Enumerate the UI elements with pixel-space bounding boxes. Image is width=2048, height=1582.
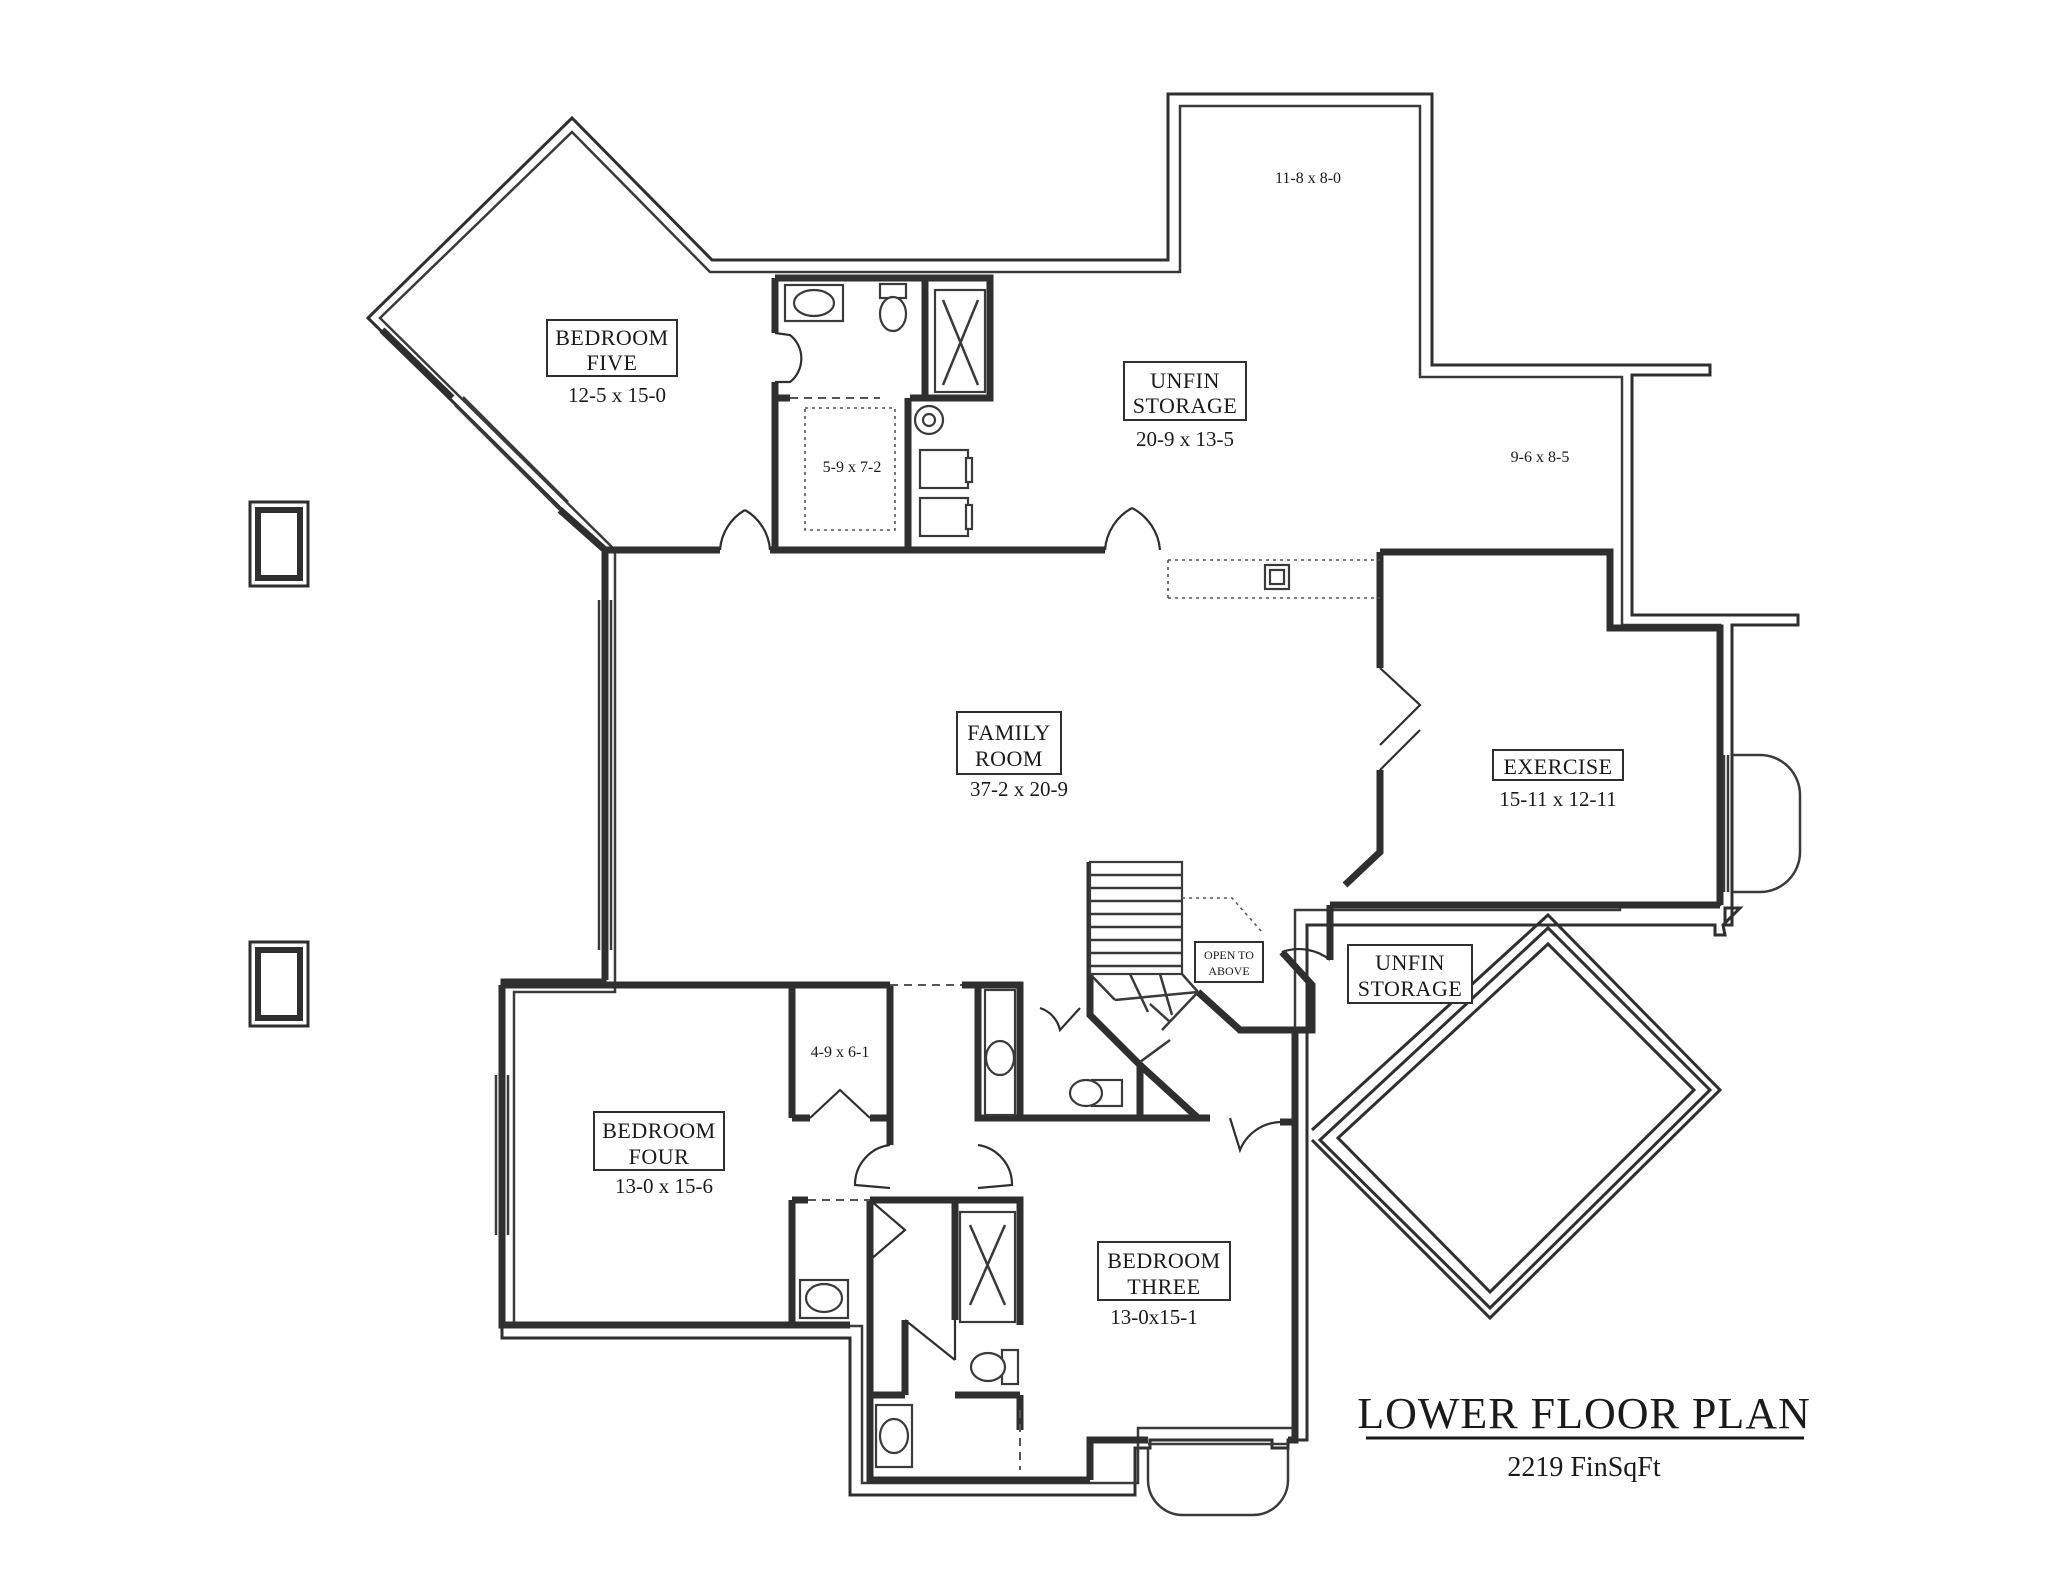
unfin-storage-top-name-1: UNFIN xyxy=(1150,368,1220,393)
label-open-to-above: OPEN TO ABOVE xyxy=(1194,941,1264,983)
window-well-upper xyxy=(248,500,310,588)
bay-window-exercise xyxy=(1732,753,1802,894)
storage-right-dims: 9-6 x 8-5 xyxy=(1511,449,1570,466)
unfin-storage-bottom-name-2: STORAGE xyxy=(1358,976,1463,1001)
open-to-above-2: ABOVE xyxy=(1208,964,1249,978)
label-bedroom-four: BEDROOM FOUR 13-0 x 15-6 xyxy=(593,1111,725,1198)
exercise-name: EXERCISE xyxy=(1503,754,1612,779)
door-swings xyxy=(718,331,1422,1361)
window-well-lower xyxy=(248,940,310,1028)
storage-corner-dims: 11-8 x 8-0 xyxy=(1275,170,1341,187)
label-unfin-storage-bottom: UNFIN STORAGE xyxy=(1347,944,1473,1004)
label-exercise: EXERCISE 15-11 x 12-11 xyxy=(1492,749,1624,811)
interior-walls xyxy=(379,274,1724,1484)
family-room-dims: 37-2 x 20-9 xyxy=(970,777,1068,801)
label-family-room: FAMILY ROOM 37-2 x 20-9 xyxy=(956,711,1068,801)
bedroom-five-name-1: BEDROOM xyxy=(555,325,669,350)
bathroom-fixtures xyxy=(783,282,1291,1469)
bedroom-four-dims: 13-0 x 15-6 xyxy=(615,1174,713,1198)
window-exercise xyxy=(1722,755,1730,892)
closet-five-dims: 5-9 x 7-2 xyxy=(823,459,882,476)
label-unfin-storage-top: UNFIN STORAGE 20-9 x 13-5 xyxy=(1123,361,1247,451)
bedroom-three-name-2: THREE xyxy=(1127,1274,1200,1299)
bedroom-four-name-2: FOUR xyxy=(629,1144,690,1169)
unfin-storage-bottom-name-1: UNFIN xyxy=(1375,950,1445,975)
family-room-name-2: ROOM xyxy=(975,746,1043,771)
bay-window-bedroom-three xyxy=(1146,1448,1290,1517)
bedroom-five-window xyxy=(454,396,569,511)
label-bedroom-three: BEDROOM THREE 13-0x15-1 xyxy=(1097,1241,1231,1329)
family-room-windows xyxy=(597,600,613,950)
unfin-storage-top-name-2: STORAGE xyxy=(1133,393,1238,418)
dashed-openings xyxy=(790,397,1380,1470)
bedroom-four-name-1: BEDROOM xyxy=(602,1118,716,1143)
bedroom-three-name-1: BEDROOM xyxy=(1107,1248,1221,1273)
bedroom-three-dims: 13-0x15-1 xyxy=(1110,1305,1198,1329)
plan-title: LOWER FLOOR PLAN xyxy=(1357,1389,1811,1438)
open-to-above-1: OPEN TO xyxy=(1204,948,1254,962)
exercise-dims: 15-11 x 12-11 xyxy=(1499,787,1616,811)
bedroom-five-dims: 12-5 x 15-0 xyxy=(568,383,666,407)
staircase xyxy=(1088,860,1263,1064)
plan-subtitle: 2219 FinSqFt xyxy=(1507,1452,1660,1483)
bedroom-five-name-2: FIVE xyxy=(587,350,638,375)
foundation-outline xyxy=(365,92,1800,1497)
unfin-storage-top-dims: 20-9 x 13-5 xyxy=(1136,427,1234,451)
label-bedroom-five: BEDROOM FIVE 12-5 x 15-0 xyxy=(546,319,678,407)
bedroom-four-window xyxy=(494,1075,510,1235)
family-room-name-1: FAMILY xyxy=(967,720,1051,745)
closet-four-dims: 4-9 x 6-1 xyxy=(811,1044,870,1061)
title-block: LOWER FLOOR PLAN 2219 FinSqFt xyxy=(1357,1389,1811,1483)
